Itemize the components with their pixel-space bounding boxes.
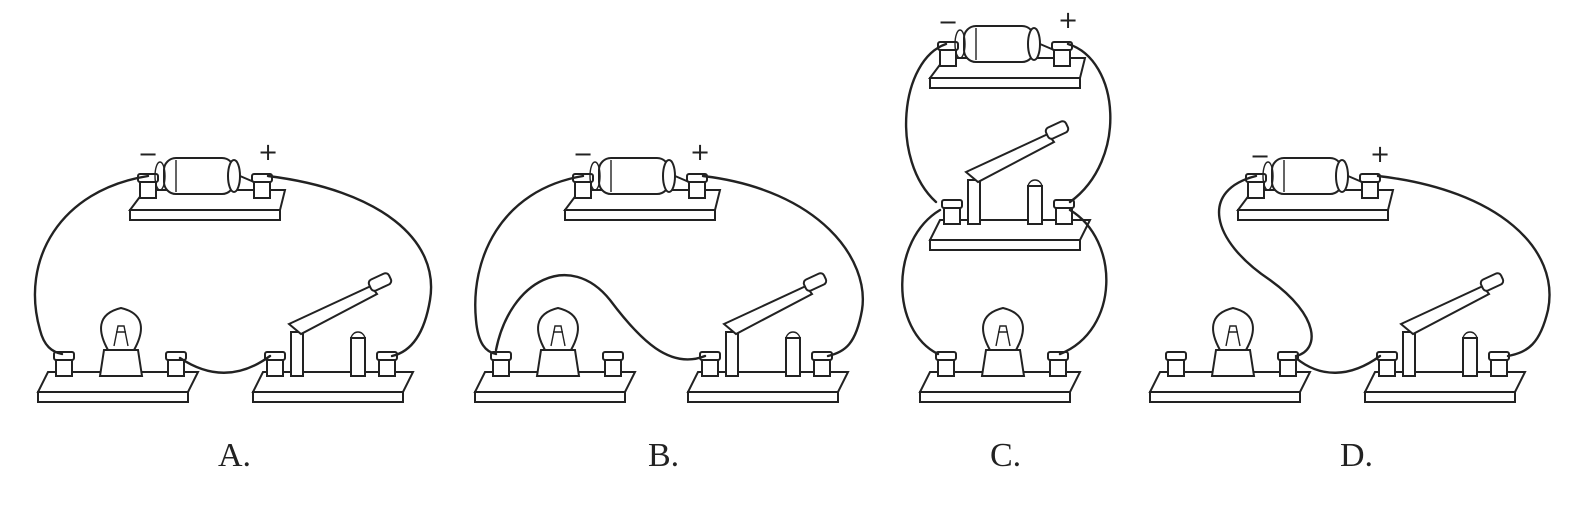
wire bbox=[901, 208, 942, 356]
negative-sign: − bbox=[138, 140, 158, 168]
wire bbox=[33, 174, 150, 356]
negative-sign: − bbox=[573, 140, 593, 168]
knife-switch bbox=[1364, 270, 1526, 403]
option-label-c: C. bbox=[990, 437, 1021, 474]
knife-switch bbox=[929, 118, 1091, 251]
positive-sign: + bbox=[1370, 140, 1390, 168]
wire bbox=[494, 273, 707, 361]
option-label-a: A. bbox=[218, 437, 251, 474]
wire bbox=[1294, 354, 1382, 374]
wire bbox=[1058, 208, 1108, 356]
wire bbox=[701, 174, 865, 358]
knife-switch bbox=[252, 270, 414, 403]
knife-switch bbox=[687, 270, 849, 403]
lamp bbox=[474, 307, 636, 403]
option-label-d: D. bbox=[1340, 437, 1373, 474]
wire bbox=[178, 354, 272, 374]
circuit-c: − + bbox=[901, 6, 1112, 403]
wire bbox=[1376, 174, 1551, 358]
circuit-a: − + bbox=[33, 138, 433, 403]
wire bbox=[474, 174, 585, 356]
lamp bbox=[1149, 307, 1311, 403]
wire bbox=[1217, 174, 1313, 358]
lamp bbox=[919, 307, 1081, 403]
option-label-b: B. bbox=[648, 437, 679, 474]
positive-sign: + bbox=[1058, 6, 1078, 34]
wire bbox=[266, 174, 433, 358]
wire bbox=[904, 42, 948, 204]
wire bbox=[1066, 42, 1112, 204]
circuit-b: − + bbox=[474, 138, 865, 403]
circuit-d: − + bbox=[1149, 140, 1551, 403]
positive-sign: + bbox=[690, 138, 710, 166]
negative-sign: − bbox=[938, 8, 958, 36]
positive-sign: + bbox=[258, 138, 278, 166]
negative-sign: − bbox=[1250, 142, 1270, 170]
